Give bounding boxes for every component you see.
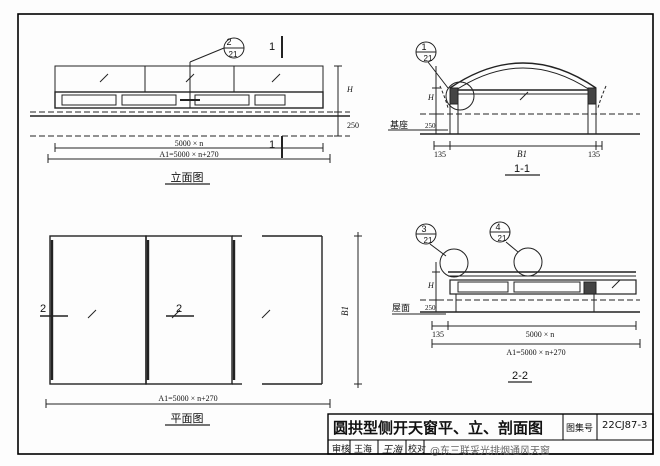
section-1-view: [388, 41, 640, 176]
reviewer-signature: 王海: [382, 445, 402, 456]
section2-dim-h: H: [427, 281, 435, 290]
title-block: [327, 413, 654, 455]
elevation-dim-total: A1=5000 × n+270: [159, 150, 218, 159]
plan-view: [40, 232, 362, 426]
section-2-view: [392, 221, 641, 383]
plan-section-mark-right: 2: [176, 303, 182, 315]
section2-ref-a-top: 3: [421, 224, 426, 234]
section2-label-roof: 屋面: [392, 303, 410, 313]
reviewer-name: 王海: [354, 445, 373, 455]
section1-dim-right: 135: [588, 150, 600, 159]
elevation-caption: 立面图: [171, 170, 204, 184]
arch-inner: [455, 67, 591, 91]
plan-caption: 平面图: [171, 412, 204, 425]
section1-dim-250: 250: [425, 122, 436, 130]
section1-caption: 1-1: [514, 163, 530, 175]
elevation-section-mark-bottom: 1: [269, 139, 275, 151]
atlas-label: 图集号: [566, 424, 594, 434]
check-label: 校对: [408, 445, 427, 455]
section2-caption: 2-2: [512, 370, 528, 382]
section2-dim-panel: 5000 × n: [526, 330, 555, 339]
elevation-ref-top: 2: [226, 37, 231, 47]
plan-dim-total: A1=5000 × n+270: [158, 394, 217, 403]
section1-dim-left: 135: [434, 150, 446, 159]
section2-ref-b-bottom: 21: [498, 234, 507, 243]
section2-dim-total: A1=5000 × n+270: [506, 348, 565, 357]
section2-ref-b-top: 4: [495, 222, 500, 232]
section2-dim-250: 250: [425, 304, 436, 312]
section2-ref-a-bottom: 21: [424, 236, 433, 245]
elevation-dim-panel: 5000 × n: [175, 139, 204, 148]
elevation-ref-bottom: 21: [229, 50, 238, 59]
elevation-section-mark-top: 1: [269, 41, 275, 53]
section1-ref-top: 1: [421, 42, 426, 52]
section1-ref-bottom: 21: [424, 54, 433, 63]
watermark: @东三联采光排烟通风天窗: [430, 446, 550, 457]
review-label: 审核: [332, 445, 351, 455]
elevation-frame-rail: [54, 91, 324, 109]
plan-section-mark-left: 2: [40, 303, 46, 315]
plan-dim-side: B1: [340, 306, 350, 316]
elevation-dim-250: 250: [347, 121, 359, 130]
atlas-number: 22CJ87-3: [602, 420, 648, 431]
section2-dim-left: 135: [432, 330, 444, 339]
drawing-title: 圆拱型侧开天窗平、立、剖面图: [333, 419, 544, 437]
section1-dim-span: B1: [517, 149, 527, 159]
elevation-dim-h: H: [346, 85, 354, 94]
section1-label-base: 基座: [390, 119, 408, 130]
sheet-border: [17, 13, 654, 455]
arch-outer: [449, 62, 597, 89]
elevation-view: [30, 36, 350, 185]
section1-dim-h: H: [427, 93, 435, 102]
